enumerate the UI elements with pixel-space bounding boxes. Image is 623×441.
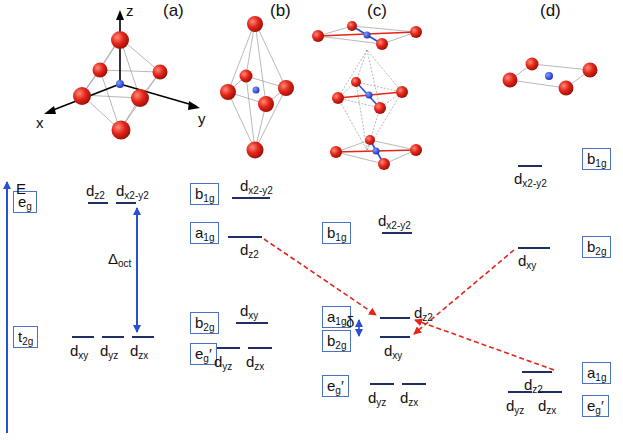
- square-planar: [503, 58, 598, 96]
- symmetry-label: eg′: [327, 377, 344, 394]
- symmetry-box: a1g: [190, 222, 219, 244]
- level-label: dzx: [246, 353, 264, 370]
- symmetry-label: t2g: [18, 328, 33, 345]
- symmetry-box: b1g: [190, 183, 219, 205]
- level-label: z: [126, 2, 134, 19]
- layered-structure: [312, 21, 422, 170]
- symmetry-label: eg′: [587, 397, 604, 414]
- level-label: dx2-y2: [378, 212, 411, 229]
- symmetry-box: a1g: [582, 362, 611, 384]
- level-label: dxy: [384, 342, 402, 359]
- delta-arrow: [358, 320, 360, 336]
- panel-label: (a): [163, 2, 184, 19]
- symmetry-box: b2g: [322, 330, 351, 352]
- symmetry-box: eg′: [190, 343, 217, 365]
- symmetry-label: a1g: [195, 224, 214, 241]
- level-label: dz2: [524, 376, 543, 393]
- symmetry-label: a1g: [327, 308, 346, 325]
- level-label: E: [16, 180, 26, 197]
- level-label: δ: [346, 313, 354, 330]
- atoms: [73, 31, 168, 140]
- energy-axis: [6, 182, 8, 433]
- symmetry-box: b2g: [582, 236, 611, 258]
- level-label: dzx: [400, 389, 418, 406]
- symmetry-label: b1g: [195, 185, 214, 202]
- correlation-arrows: [264, 239, 554, 370]
- level-label: dxy: [240, 302, 258, 319]
- panel-label: (d): [540, 2, 561, 19]
- symmetry-label: a1g: [587, 364, 606, 381]
- symmetry-box: eg′: [322, 375, 349, 397]
- level-label: dx2-y2: [514, 170, 547, 187]
- level-label: Δoct: [108, 250, 131, 267]
- level-label: dyz: [368, 389, 386, 406]
- level-label: dxy: [518, 252, 536, 269]
- delta-oct-arrow: [136, 208, 138, 332]
- level-label: dz2: [240, 241, 259, 258]
- symmetry-box: b2g: [190, 312, 219, 334]
- level-label: dx2-y2: [240, 177, 273, 194]
- level-label: dz2: [414, 304, 433, 321]
- symmetry-box: b1g: [322, 222, 351, 244]
- level-label: y: [198, 110, 206, 127]
- symmetry-label: b1g: [587, 150, 606, 167]
- symmetry-label: b2g: [195, 314, 214, 331]
- symmetry-label: b2g: [327, 332, 346, 349]
- panel-label: (c): [367, 2, 387, 19]
- level-label: dx2-y2: [116, 182, 149, 199]
- level-label: dz2: [86, 182, 105, 199]
- symmetry-box: b1g: [582, 148, 611, 170]
- level-label: dyz: [506, 397, 524, 414]
- axes: [44, 10, 200, 114]
- symmetry-label: b1g: [327, 224, 346, 241]
- symmetry-box: t2g: [13, 326, 38, 348]
- level-label: x: [36, 114, 44, 131]
- symmetry-label: b2g: [587, 238, 606, 255]
- level-label: dyz: [100, 342, 118, 359]
- level-label: dyz: [214, 353, 232, 370]
- panel-label: (b): [270, 2, 291, 19]
- octahedron: [82, 38, 160, 130]
- symmetry-label: eg′: [195, 345, 212, 362]
- level-label: dxy: [70, 342, 88, 359]
- level-label: dzx: [130, 342, 148, 359]
- symmetry-box: eg′: [582, 395, 609, 417]
- energy-levels: [72, 166, 562, 392]
- elongated-octahedron: [220, 16, 294, 159]
- level-label: dzx: [538, 397, 556, 414]
